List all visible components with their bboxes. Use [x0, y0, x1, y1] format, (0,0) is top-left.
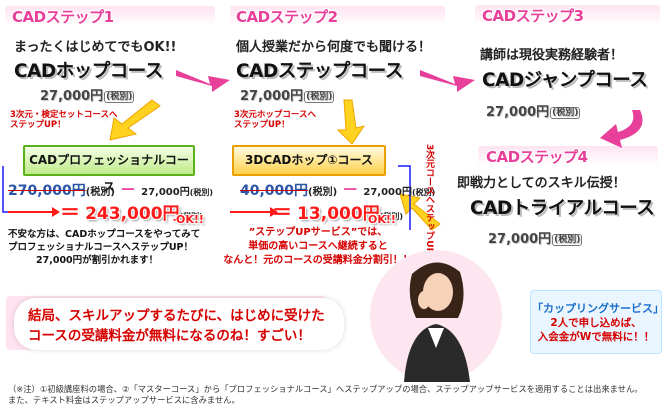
pro-old-price: 270,000円 [8, 183, 86, 199]
step2-price-tax: (税別) [304, 91, 335, 103]
step2-upgrade-note: 3次元ホップコースへ ステップUP！ [234, 110, 316, 130]
step1-price: 27,000円(税別) [40, 85, 135, 104]
step4-price: 27,000円(税別) [488, 228, 583, 247]
step4-title-bar [478, 146, 658, 166]
step1-tagline: まったくはじめてでもOK!! [14, 40, 177, 55]
red-arrow-3d-total [230, 207, 278, 217]
pro-explain: 不安な方は、CADホップコースをやってみて プロフェッショナルコースへステップU… [8, 229, 201, 266]
step1-title: CADステップ1 [12, 8, 114, 26]
pro-discount-tax: (税別) [189, 188, 214, 197]
step1-price-value: 27,000円 [40, 89, 104, 104]
pro-course-box[interactable]: CADプロフェッショナルコース [23, 145, 195, 194]
coupling-box[interactable] [530, 290, 662, 354]
step3-course-name[interactable]: CADジャンプコース [482, 70, 648, 91]
vertical-upgrade-note: 3次元コースへステップUP！ [424, 144, 434, 264]
step3-price-value: 27,000円 [486, 105, 550, 120]
hop3d-price-line: 40,000円(税別) － 27,000円(税別) [240, 176, 435, 200]
pro-total-line: ＝ 243,000円(税別) [60, 196, 203, 225]
pink-arrow-step2-to-step3 [420, 70, 475, 92]
pro-equals-sign: ＝ [60, 200, 80, 224]
hop3d-old-tax: (税別) [308, 187, 338, 198]
hop3d-course-title: 3DCADホップ①コース [245, 153, 373, 167]
step3-price-tax: (税別) [550, 107, 581, 119]
footnote: （※注）①初級講座料の場合、②「マスターコース」から「プロフェッショナルコース」… [8, 384, 643, 405]
step2-price-value: 27,000円 [240, 89, 304, 104]
step1-upgrade-note: 3次元・検定セットコースへ ステップUP！ [10, 110, 118, 130]
step2-course-name[interactable]: CADステップコース [236, 61, 403, 82]
step3-tagline: 講師は現役実務経験者！ [480, 48, 624, 63]
pro-old-tax: (税別) [85, 187, 115, 198]
hop3d-total-line: ＝ 13,000円(税別) [272, 196, 403, 225]
woman-illustration [370, 250, 502, 382]
yellow-arrow-step2-to-3d [336, 99, 366, 145]
hop3d-discount: 27,000円 [363, 187, 412, 198]
step3-title-bar [475, 5, 660, 25]
step1-title-bar [5, 6, 215, 26]
pink-arrow-step1-to-step2 [176, 70, 230, 92]
step2-tagline: 個人授業だから何度でも聞ける！ [236, 40, 432, 55]
step2-title: CADステップ2 [236, 8, 338, 26]
step1-course-name[interactable]: CADホップコース [14, 61, 163, 82]
yellow-arrow-step1-to-pro [109, 99, 161, 141]
hop3d-course-box[interactable]: 3DCADホップ①コース [232, 145, 386, 176]
hop3d-equals-sign: ＝ [272, 200, 292, 224]
step3-price: 27,000円(税別) [486, 101, 581, 120]
step3-title: CADステップ3 [482, 7, 584, 25]
hop3d-ok-label: OK!! [368, 213, 396, 226]
pink-arrow-step3-to-step4 [600, 110, 643, 148]
hop3d-total-tax: (税別) [379, 212, 404, 221]
hop3d-total-price: 13,000円 [297, 204, 380, 224]
pro-discount: 27,000円 [141, 187, 190, 198]
step4-title: CADステップ4 [486, 148, 588, 166]
pro-course-title: CADプロフェッショナルコース [29, 153, 189, 194]
hop3d-old-price: 40,000円 [240, 183, 309, 199]
pro-price-line: 270,000円(税別) － 27,000円(税別) [8, 176, 213, 200]
coupling-text: 2人で申し込めば、 入会金がWで無料に！！ [537, 317, 655, 343]
hop3d-minus-sign: － [342, 180, 359, 199]
conclusion-bubble [14, 298, 344, 350]
pro-total-price: 243,000円 [85, 204, 180, 224]
step4-price-tax: (税別) [552, 234, 583, 246]
pro-total-tax: (税別) [179, 212, 203, 221]
step1-price-tax: (税別) [104, 91, 135, 103]
step2-title-bar [230, 6, 445, 26]
conclusion-text: 結局、スキルアップするたびに、はじめに受けた コースの受講料金が無料になるのね！… [28, 308, 325, 344]
step4-course-name[interactable]: CADトライアルコース [470, 198, 655, 219]
step4-price-value: 27,000円 [488, 232, 552, 247]
pro-ok-label: OK!! [176, 213, 204, 226]
red-arrow-pro-total [8, 207, 60, 217]
coupling-title: 「カップリングサービス」 [532, 302, 664, 315]
pro-minus-sign: － [120, 180, 137, 199]
step4-tagline: 即戦力としてのスキル伝授！ [457, 176, 626, 191]
hop3d-explain: ”ステップUPサービス”では、 単価の高いコースへ継続すると なんと！元のコース… [223, 227, 413, 266]
blue-connector-right [398, 165, 411, 230]
step2-price: 27,000円(税別) [240, 85, 335, 104]
hop3d-discount-tax: (税別) [411, 188, 436, 197]
